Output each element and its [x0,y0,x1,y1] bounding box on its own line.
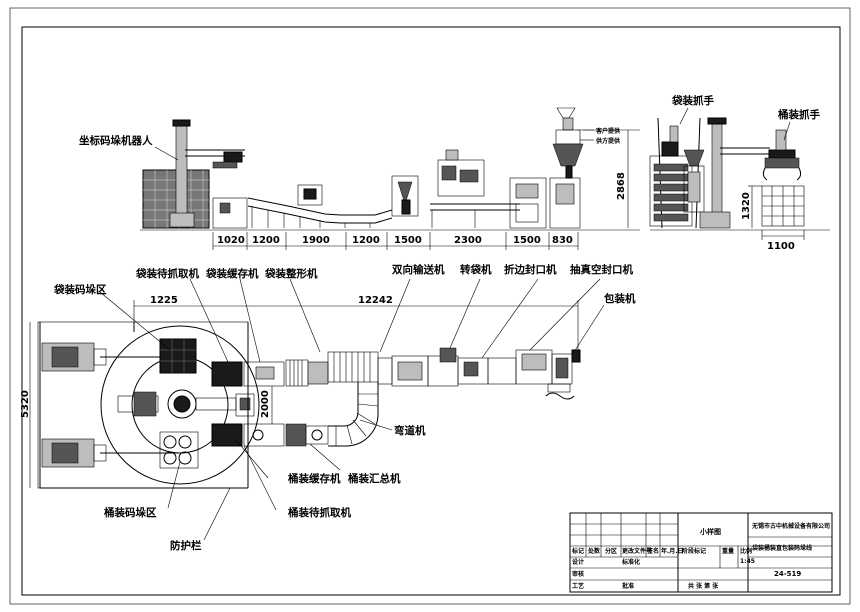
tb-number: 24-519 [774,570,801,578]
elevation-dimension-chain [212,232,579,250]
label-bag-buffer: 袋装缓存机 [205,267,259,280]
tb-company: 无锡市古中机械设备有限公司 [751,522,830,530]
tb-count: 处数 [587,547,601,555]
elevation-dim-6: 2300 [454,235,482,246]
tb-ratio-label: 比例 [740,547,752,555]
bag-pallet [159,338,197,374]
tb-mark: 标记 [571,547,584,555]
gripper-height-dim: 1320 [741,192,752,220]
tb-sign: 签名 [646,547,659,555]
tb-design: 设计 [572,558,584,566]
elevation-middle-machines [391,149,547,229]
robot-swing-circle [100,325,260,485]
tb-process: 工艺 [572,582,584,590]
label-bucket-pick: 桶装待抓取机 [287,506,351,519]
label-bag-pick: 袋装待抓取机 [135,267,199,280]
label-turner: 转袋机 [460,263,492,276]
label-bucket-merge: 桶装汇总机 [347,472,401,485]
note-supplier-provided: 供方提供 [595,137,620,145]
plan-view: 1225 12242 5320 2000 袋装待抓取机 袋装缓存机 [20,263,636,552]
motor-bottom [41,438,180,468]
tb-zone: 分区 [605,547,617,555]
tb-ratio: 1:45 [740,558,755,565]
label-packer: 包装机 [604,292,636,305]
plan-dim-left: 1225 [150,295,178,306]
bucket-conveyor [211,423,329,447]
main-line-conveyor [377,347,581,400]
robot-base-plan [117,389,237,419]
tb-std: 标准化 [621,558,640,566]
label-fold-seal: 折边封口机 [504,263,557,276]
label-bag-shaper: 袋装整形机 [264,267,318,280]
sheet-inner-border [21,26,841,596]
label-guardrail: 防护栏 [170,539,202,552]
note-client-provided: 客户提供 [595,127,620,135]
bend-conveyor [328,382,379,447]
title-block: 小样图 无锡市古中机械设备有限公司 袋装桶装直包装码垛线 24-519 比例 1… [569,512,833,593]
robot-gantry [142,119,245,229]
elevation-dim-1: 1020 [217,235,245,246]
label-bidirectional: 双向输送机 [391,263,445,276]
label-bag-gripper: 袋装抓手 [671,94,714,107]
motor-top [41,342,180,372]
label-bucket-zone: 桶装码垛区 [103,506,157,519]
incline-conveyor [212,184,393,229]
plan-dim-total: 12242 [358,295,393,306]
bucket-gripper [761,129,805,227]
bag-gripper-side-view [649,117,770,229]
bag-pick-conveyor [211,351,379,387]
tb-doc-no: 更改文件号 [622,547,652,555]
label-robot: 坐标码垛机器人 [79,134,153,147]
elevation-dim-7: 1500 [513,235,541,246]
packing-machine-elevation [549,107,594,229]
plan-dim-width: 5320 [20,390,31,418]
tb-project: 袋装桶装直包装码垛线 [751,544,812,552]
tb-drawing-type: 小样图 [699,527,721,536]
sheet-outer-border [9,7,851,605]
tb-weight-label: 重量 [722,547,734,555]
label-vacuum-seal: 抽真空封口机 [570,263,633,276]
elevation-dim-4: 1200 [352,235,380,246]
plan-dim-mid: 2000 [260,390,271,418]
elevation-dim-5: 1500 [394,235,422,246]
label-bend: 弯道机 [394,424,426,437]
elevation-height-dim: 2868 [616,172,627,200]
elevation-view: 坐标码垛机器人 客户提供 供方提供 1020 1200 1900 1200 15… [79,94,830,252]
gripper-width-dim: 1100 [767,241,795,252]
elevation-dim-2: 1200 [252,235,280,246]
label-bag-zone: 袋装码垛区 [53,283,107,296]
tb-date: 年.月.日 [661,547,684,555]
label-bucket-buffer: 桶装缓存机 [287,472,341,485]
label-bucket-gripper: 桶装抓手 [777,108,820,121]
tb-approve: 批准 [622,582,634,590]
elevation-dim-8: 830 [552,235,573,246]
tb-review: 审核 [572,570,584,578]
tb-stage-mark: 阶段标记 [682,547,706,555]
bucket-pallet [159,431,199,469]
tb-sheet: 共 张 第 张 [688,582,719,590]
elevation-dim-3: 1900 [302,235,330,246]
